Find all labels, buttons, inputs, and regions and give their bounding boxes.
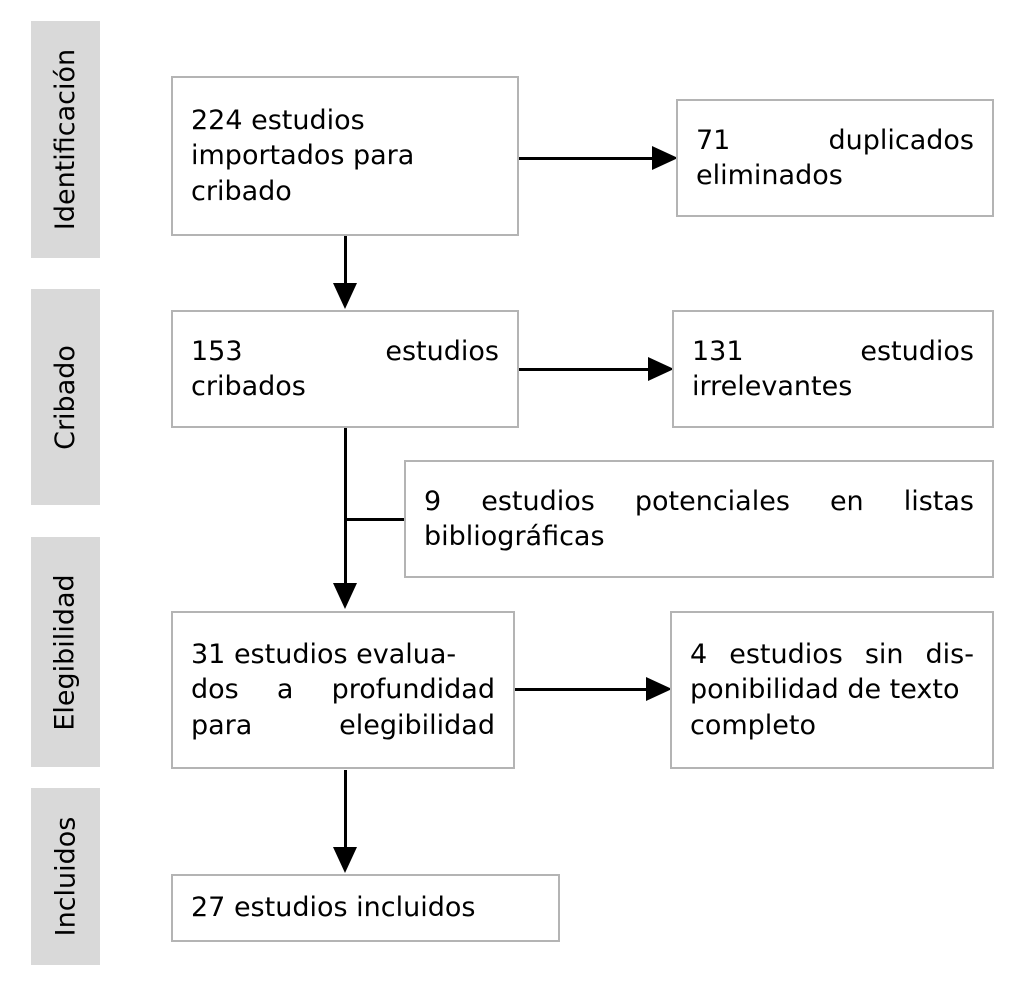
stage-label-elegibilidad: Elegibilidad	[50, 573, 81, 731]
arrowhead-imported-to-screened	[333, 283, 357, 309]
box-studies-included[interactable]: 27 estudios incluidos	[171, 874, 560, 942]
box-studies-screened-line-1: 153 estudios	[191, 335, 499, 367]
box-studies-assessed-line-1: 31 estudios evalua-	[191, 639, 457, 671]
stage-band-identificacion: Identificación	[31, 21, 100, 258]
box-studies-included-text: 27 estudios incluidos	[173, 890, 558, 925]
box-studies-assessed[interactable]: 31 estudios evalua- dos a profundidad pa…	[171, 611, 515, 769]
box-studies-assessed-text: 31 estudios evalua- dos a profundidad pa…	[173, 637, 513, 742]
stage-band-cribado: Cribado	[31, 289, 100, 505]
arrowhead-screened-to-irrelevant	[648, 357, 674, 381]
box-no-full-text-line-2: ponibilidad de texto	[690, 674, 960, 706]
box-potential-reference-lists-text: 9 estudios potenciales en listas bibliog…	[406, 484, 992, 554]
box-irrelevant-studies-line-1: 131 estudios	[692, 335, 974, 367]
box-studies-assessed-line-3: para elegibilidad	[191, 709, 495, 741]
connector-screened-to-assessed	[344, 424, 347, 590]
box-imported-studies-line-2: importados para	[191, 140, 415, 172]
box-no-full-text-line-3: completo	[690, 709, 817, 741]
box-irrelevant-studies[interactable]: 131 estudios irrelevantes	[672, 310, 994, 428]
box-potential-reference-lists-line-2: bibliográficas	[424, 521, 605, 552]
box-imported-studies-text: 224 estudios importados para cribado	[173, 103, 517, 208]
box-studies-screened-line-2: cribados	[191, 371, 306, 402]
connector-assessed-to-nofulltext	[514, 688, 652, 691]
box-irrelevant-studies-text: 131 estudios irrelevantes	[674, 334, 992, 404]
arrowhead-assessed-to-included	[333, 847, 357, 873]
box-studies-included-line-1: 27 estudios incluidos	[191, 892, 476, 924]
stage-label-cribado: Cribado	[50, 344, 82, 450]
box-studies-screened[interactable]: 153 estudios cribados	[171, 310, 519, 428]
connector-imported-to-duplicates	[518, 157, 658, 160]
box-duplicates-removed-text: 71 duplicados eliminados	[678, 123, 992, 193]
box-no-full-text[interactable]: 4 estudios sin dis- ponibilidad de texto…	[670, 611, 994, 769]
connector-imported-to-screened	[344, 236, 347, 290]
connector-biblio-to-stem	[345, 518, 405, 521]
box-irrelevant-studies-line-2: irrelevantes	[692, 371, 853, 402]
box-imported-studies-line-3: cribado	[191, 175, 292, 207]
box-duplicates-removed-line-1: 71 duplicados	[696, 124, 974, 156]
box-potential-reference-lists-line-1: 9 estudios potenciales en listas	[424, 485, 974, 517]
arrowhead-assessed-to-nofulltext	[646, 677, 672, 701]
stage-label-incluidos: Incluidos	[50, 816, 82, 937]
box-no-full-text-line-1: 4 estudios sin dis-	[690, 639, 974, 671]
arrowhead-screened-to-assessed	[333, 583, 357, 609]
box-potential-reference-lists[interactable]: 9 estudios potenciales en listas bibliog…	[404, 460, 994, 578]
connector-screened-to-irrelevant	[517, 368, 654, 371]
box-imported-studies-line-1: 224 estudios	[191, 105, 365, 137]
arrowhead-imported-to-duplicates	[652, 146, 678, 170]
box-studies-screened-text: 153 estudios cribados	[173, 334, 517, 404]
box-no-full-text-text: 4 estudios sin dis- ponibilidad de texto…	[672, 637, 992, 742]
stage-label-identificacion: Identificación	[50, 48, 82, 231]
box-duplicates-removed[interactable]: 71 duplicados eliminados	[676, 99, 994, 217]
box-studies-assessed-line-2: dos a profundidad	[191, 674, 495, 706]
connector-assessed-to-included	[344, 770, 347, 854]
box-duplicates-removed-line-2: eliminados	[696, 160, 843, 191]
stage-band-incluidos: Incluidos	[31, 788, 100, 965]
box-imported-studies[interactable]: 224 estudios importados para cribado	[171, 76, 519, 236]
stage-band-elegibilidad: Elegibilidad	[31, 537, 100, 767]
